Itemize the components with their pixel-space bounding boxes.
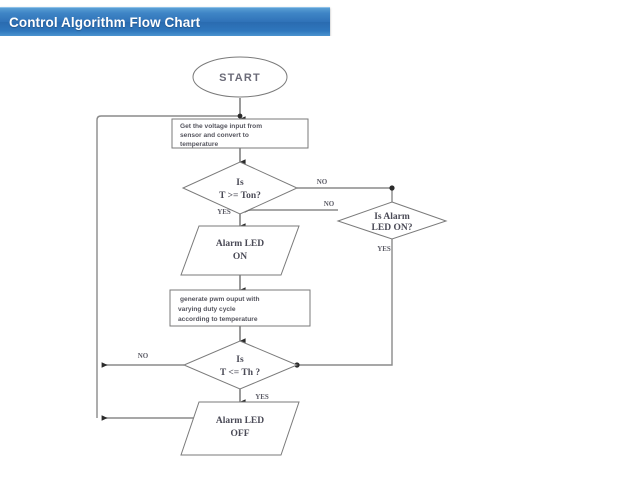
node-decision-th-line2: T <= Th ?: [220, 368, 261, 378]
node-pwm-line3: according to temperature: [178, 316, 258, 323]
edge-label-ton-no: NO: [317, 178, 328, 186]
edge-label-th-no: NO: [138, 352, 149, 360]
node-alarm-on: Alarm LED ON: [180, 225, 300, 276]
node-start-label: START: [219, 72, 261, 84]
node-pwm-line2: varying duty cycle: [178, 306, 236, 313]
node-read-sensor-line2: sensor and convert to: [180, 132, 249, 139]
edge-label-ton-yes: YES: [217, 208, 231, 216]
node-alarm-off-line2: OFF: [231, 429, 250, 439]
node-start: START: [192, 56, 288, 98]
node-read-sensor: Get the voltage input from sensor and co…: [171, 118, 309, 149]
node-decision-ton-line2: T >= Ton?: [219, 191, 261, 201]
junction-dot-ton-no: [389, 185, 395, 191]
node-pwm: generate pwm ouput with varying duty cyc…: [169, 289, 311, 327]
node-alarm-off-line1: Alarm LED: [216, 416, 264, 426]
page-title: Control Algorithm Flow Chart: [9, 14, 201, 30]
page-title-banner: Control Algorithm Flow Chart: [0, 7, 330, 36]
control-algorithm-flowchart: START Get the voltage input from sensor …: [96, 56, 448, 456]
edge-label-th-yes: YES: [255, 393, 269, 401]
edge-label-alarm-yes: YES: [377, 245, 391, 253]
node-alarm-on-line1: Alarm LED: [216, 239, 264, 249]
node-pwm-line1: generate pwm ouput with: [180, 296, 260, 303]
node-decision-alarm: Is Alarm LED ON?: [336, 201, 448, 240]
node-decision-ton-line1: Is: [236, 178, 244, 188]
node-alarm-on-line2: ON: [233, 252, 247, 262]
node-decision-th-line1: Is: [236, 355, 244, 365]
junction-dot-top: [237, 113, 243, 119]
node-alarm-off: Alarm LED OFF: [180, 401, 300, 456]
flowchart-canvas: START Get the voltage input from sensor …: [0, 36, 638, 479]
edge-alarm-yes: [299, 239, 393, 366]
node-decision-th: Is T <= Th ?: [182, 340, 299, 390]
node-read-sensor-line1: Get the voltage input from: [180, 123, 262, 130]
edge-ton-no: [297, 187, 393, 202]
node-read-sensor-line3: temperature: [180, 141, 218, 148]
edge-label-alarm-no: NO: [324, 200, 335, 208]
node-decision-alarm-line2: LED ON?: [372, 223, 413, 233]
node-decision-alarm-line1: Is Alarm: [374, 212, 410, 222]
node-decision-ton: Is T >= Ton?: [181, 161, 299, 215]
left-feedback-rail: [96, 115, 240, 418]
